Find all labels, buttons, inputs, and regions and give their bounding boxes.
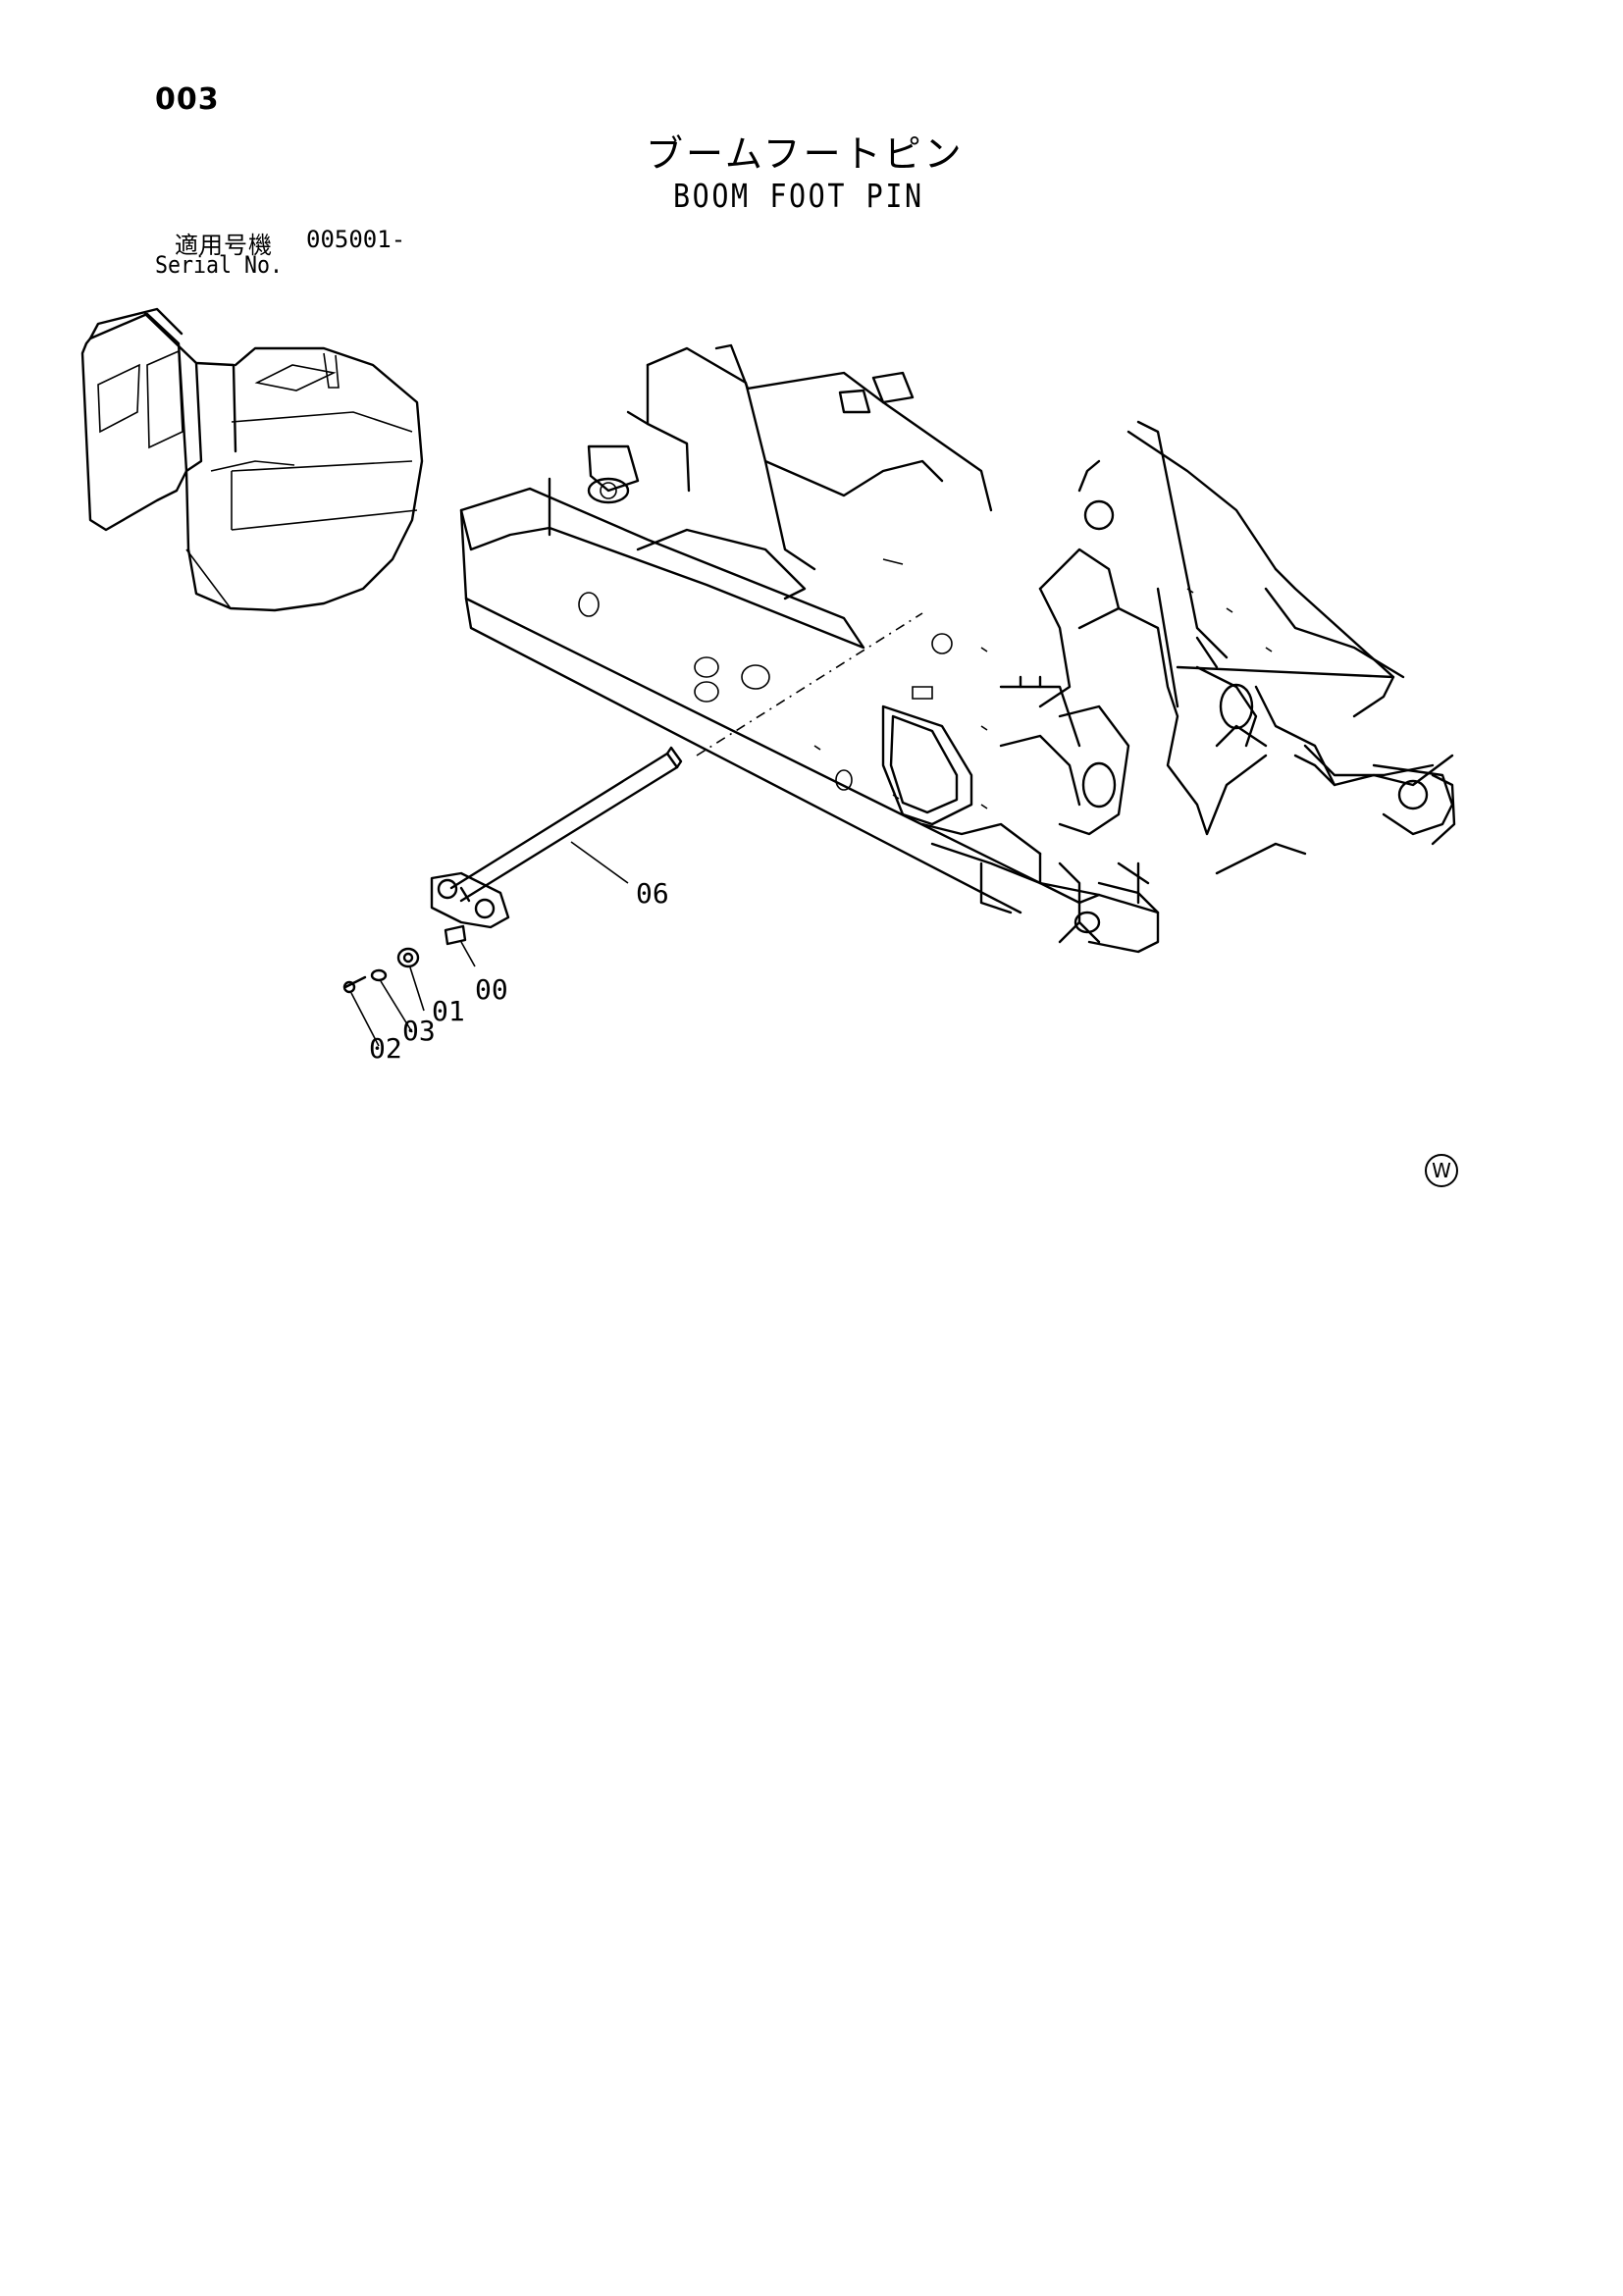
callout-06: 06: [636, 877, 669, 910]
callout-00: 00: [475, 973, 508, 1006]
boom-foot-pin-drawing: [342, 612, 923, 994]
callout-01: 01: [432, 995, 465, 1027]
upper-frame-drawing: [459, 343, 1456, 954]
excavator-icon: [80, 307, 424, 612]
callout-02: 02: [369, 1032, 402, 1065]
callout-03: 03: [402, 1015, 436, 1047]
title-english: BOOM FOOT PIN: [673, 177, 924, 215]
title-japanese: ブームフートピン: [646, 132, 965, 176]
serial-label-japanese: 適用号機: [175, 232, 273, 259]
w-mark-icon: W: [1425, 1154, 1458, 1187]
page-number: 003: [155, 82, 220, 117]
serial-range: 005001-: [306, 226, 406, 253]
serial-label-english: Serial No.: [155, 251, 284, 279]
leader-lines: [350, 841, 629, 1047]
